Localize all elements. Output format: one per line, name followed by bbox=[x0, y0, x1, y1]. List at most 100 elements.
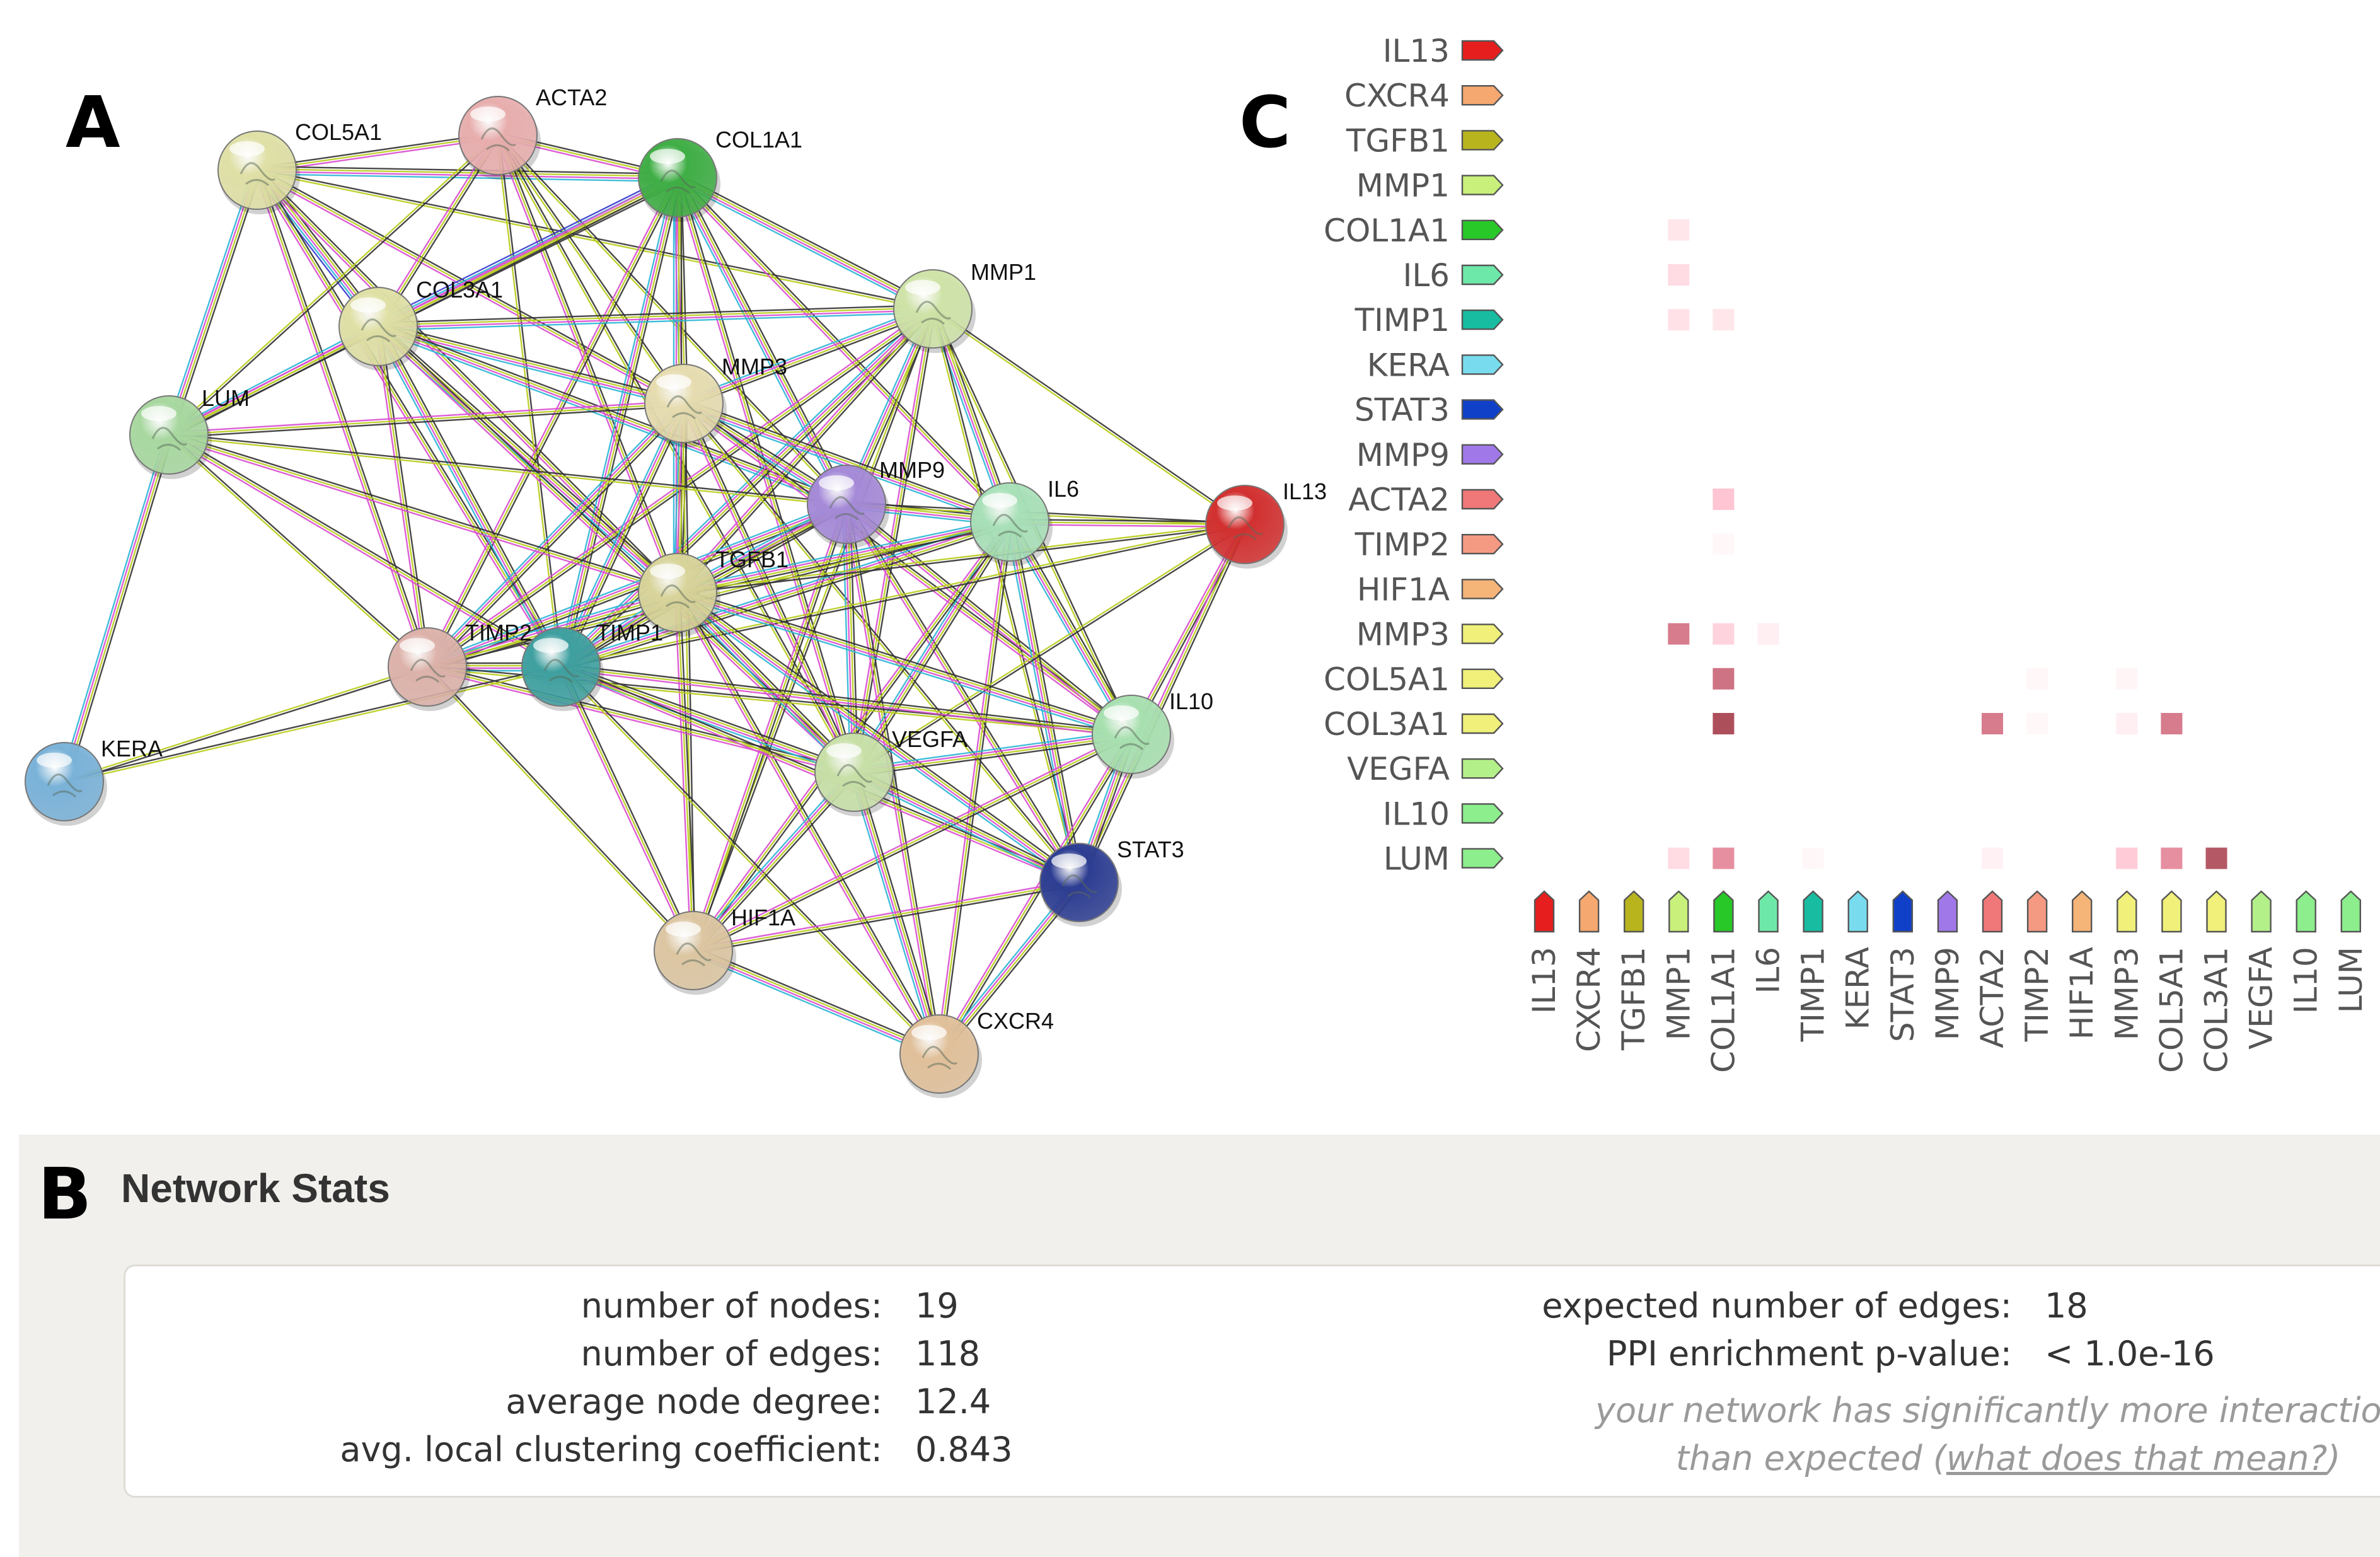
edge-strand bbox=[375, 172, 676, 323]
edge-strand bbox=[853, 772, 1079, 884]
col-color-arrow bbox=[1803, 890, 1823, 933]
heatmap-row-col1a1: COL1A1 bbox=[1324, 212, 1504, 249]
heatmap-cell-mmp3-col1a1 bbox=[1713, 623, 1735, 645]
edge-strand bbox=[427, 403, 686, 669]
edge-strand bbox=[681, 405, 1131, 738]
node-cxcr4[interactable]: CXCR4 bbox=[899, 1008, 1054, 1098]
edge-strand bbox=[558, 305, 931, 665]
edge-strand bbox=[378, 324, 685, 403]
edge-strand bbox=[678, 590, 1132, 734]
node-mmp1[interactable]: MMP1 bbox=[893, 259, 1036, 353]
node-col1a1[interactable]: COL1A1 bbox=[638, 127, 802, 222]
node-col3a1[interactable]: COL3A1 bbox=[338, 277, 503, 371]
edge-strand bbox=[499, 134, 681, 592]
edge-strand bbox=[681, 404, 853, 774]
edge-timp1-il10 bbox=[560, 663, 1132, 738]
node-mmp3[interactable]: MMP3 bbox=[644, 354, 787, 448]
node-highlight bbox=[666, 922, 701, 937]
edge-strand bbox=[165, 168, 255, 434]
edge-col1a1-il6 bbox=[675, 175, 1012, 524]
edge-strand bbox=[1005, 522, 1077, 884]
row-color-arrow bbox=[1461, 668, 1504, 689]
edge-strand bbox=[1010, 521, 1082, 883]
node-il10[interactable]: IL10 bbox=[1092, 688, 1213, 778]
edge-strand bbox=[497, 135, 679, 593]
edge-col5a1-lum bbox=[165, 168, 262, 437]
heatmap-col-mmp9: MMP9 bbox=[1929, 890, 1966, 1040]
node-kera[interactable]: KERA bbox=[25, 736, 163, 826]
node-timp1[interactable]: TIMP1 bbox=[521, 620, 663, 711]
node-timp2[interactable]: TIMP2 bbox=[388, 620, 532, 711]
edge-strand bbox=[560, 667, 854, 775]
heatmap-col-cxcr4: CXCR4 bbox=[1571, 890, 1607, 1052]
row-color-arrow bbox=[1461, 758, 1504, 779]
edge-strand bbox=[379, 322, 685, 401]
edge-strand bbox=[559, 669, 853, 777]
edge-strand bbox=[257, 168, 678, 178]
edge-strand bbox=[693, 949, 940, 1054]
heatmap-row-stat3: STAT3 bbox=[1355, 392, 1504, 429]
edge-strand bbox=[841, 504, 852, 773]
col-label: COL3A1 bbox=[2198, 947, 2235, 1073]
node-hif1a[interactable]: HIF1A bbox=[654, 905, 795, 995]
edge-strand bbox=[693, 733, 1132, 952]
node-label: MMP1 bbox=[971, 259, 1036, 285]
edge-strand bbox=[685, 402, 857, 772]
col-label: IL13 bbox=[1526, 947, 1563, 1014]
row-label: TGFB1 bbox=[1346, 122, 1450, 159]
edge-col3a1-timp2 bbox=[374, 326, 431, 668]
row-color-arrow bbox=[1461, 623, 1504, 644]
edge-strand bbox=[64, 664, 427, 782]
node-label: TIMP1 bbox=[596, 620, 663, 645]
node-label: IL10 bbox=[1169, 688, 1213, 714]
node-il6[interactable]: IL6 bbox=[970, 476, 1079, 566]
edge-strand bbox=[935, 521, 1008, 1054]
edge-strand bbox=[64, 667, 562, 784]
stat-value: 0.843 bbox=[915, 1430, 1013, 1469]
stat-row-nodes: number of nodes: bbox=[0, 1286, 882, 1326]
edge-strand bbox=[495, 136, 561, 668]
edge-strand bbox=[424, 400, 682, 665]
edge-strand bbox=[677, 593, 1131, 737]
node-mmp9[interactable]: MMP9 bbox=[807, 457, 945, 548]
row-label: LUM bbox=[1384, 841, 1450, 877]
node-highlight bbox=[826, 743, 862, 758]
network-stats-title: Network Stats bbox=[121, 1166, 390, 1211]
edge-strand bbox=[679, 175, 1012, 521]
edge-strand bbox=[855, 768, 1082, 880]
edge-strand bbox=[167, 134, 498, 435]
edge-strand bbox=[168, 434, 678, 594]
edge-strand bbox=[693, 879, 1079, 949]
heatmap-cell-lum-col3a1 bbox=[2205, 847, 2227, 869]
edge-strand bbox=[562, 663, 856, 770]
edge-strand bbox=[560, 522, 1245, 667]
row-color-arrow bbox=[1461, 219, 1504, 240]
edge-strand bbox=[561, 309, 935, 669]
node-acta2[interactable]: ACTA2 bbox=[458, 84, 607, 180]
node-highlight bbox=[650, 564, 685, 579]
edge-strand bbox=[854, 737, 1132, 777]
stat-value: 118 bbox=[915, 1334, 981, 1374]
edge-strand bbox=[676, 592, 695, 951]
col-label: LUM bbox=[2333, 947, 2369, 1013]
node-tgfb1[interactable]: TGFB1 bbox=[638, 547, 789, 637]
node-col5a1[interactable]: COL5A1 bbox=[217, 119, 382, 214]
what-does-that-mean-link[interactable]: what does that mean? bbox=[1946, 1438, 2328, 1478]
heatmap-col-kera: KERA bbox=[1840, 890, 1876, 1029]
protein-structure-icon bbox=[480, 127, 516, 152]
node-lum[interactable]: LUM bbox=[129, 385, 250, 479]
node-il13[interactable]: IL13 bbox=[1205, 478, 1327, 569]
row-label: VEGFA bbox=[1347, 751, 1450, 787]
edge-il6-cxcr4 bbox=[935, 521, 1014, 1055]
protein-structure-icon bbox=[151, 427, 187, 451]
edge-lum-kera bbox=[60, 433, 173, 784]
edge-strand bbox=[854, 522, 1012, 773]
node-vegfa[interactable]: VEGFA bbox=[814, 726, 968, 816]
edge-strand bbox=[853, 729, 1131, 770]
stat-row-degree: average node degree: bbox=[0, 1382, 882, 1421]
node-label: TIMP2 bbox=[465, 620, 532, 645]
row-color-arrow bbox=[1461, 85, 1504, 106]
node-stat3[interactable]: STAT3 bbox=[1039, 836, 1184, 927]
row-label: KERA bbox=[1367, 347, 1450, 383]
row-color-arrow bbox=[1461, 175, 1504, 195]
